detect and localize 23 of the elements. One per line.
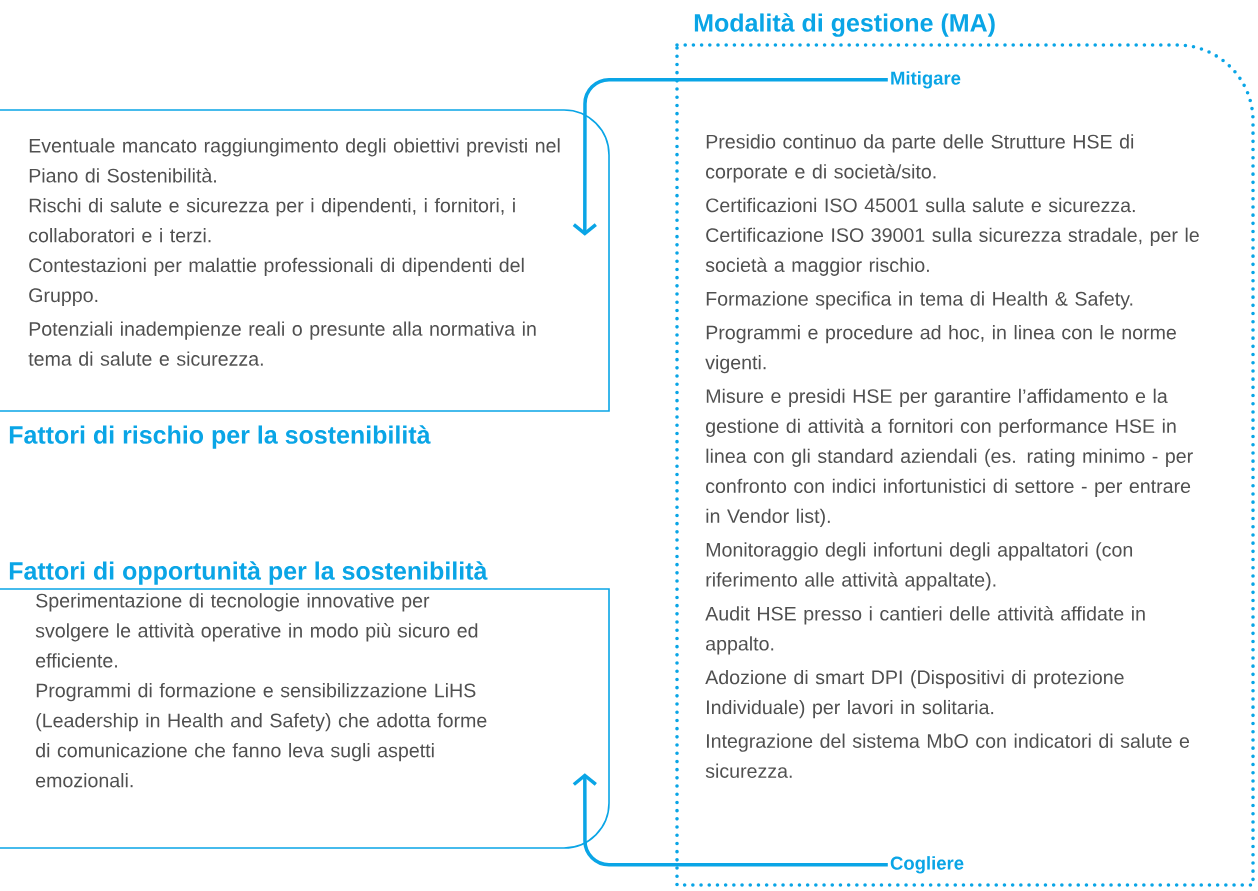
list-item: Rischi di salute e sicurezza per i dipendenti, i fornitori, i collaboratori e i terzi.: [29, 198, 515, 243]
arrow: [572, 78, 888, 236]
list-item: Programmi e procedure ad hoc, in linea con le norme vigenti.: [705, 325, 1176, 374]
section-heading: Fattori di opportunità per la sostenibilità: [9, 561, 488, 585]
list-item: Formazione specifica in tema di Health & Safety.: [706, 291, 1133, 310]
list-item: Programmi di formazione e sensibilizzazione LiHS (Leadership in Health and Safety) che adotta forme di comunicazione che fanno leva sugli aspetti emozionali.: [36, 683, 487, 788]
list-item: Contestazioni per malattie professionali di dipendenti del Gruppo.: [29, 257, 524, 307]
list-item: Eventuale mancato raggiungimento degli obiettivi previsti nel Piano di Sostenibilità.: [29, 138, 560, 183]
list-item: Monitoraggio degli infortuni degli appaltatori (con riferimento alle attività appaltate).: [706, 542, 1132, 591]
flow-label: Mitigare: [891, 71, 961, 89]
list-item: Integrazione del sistema MbO con indicatori di salute e sicurezza.: [705, 733, 1190, 778]
list-item: Potenziali inadempienze reali o presunte alla normativa in tema di salute e sicurezza.: [28, 321, 536, 366]
flow-label: Cogliere: [890, 856, 964, 874]
list-item: Audit HSE presso i cantieri delle attività affidate in appalto.: [705, 606, 1145, 655]
section-heading: Fattori di rischio per la sostenibilità: [9, 425, 431, 449]
section-heading: Modalità di gestione (MA): [694, 13, 995, 37]
list-item: Misure e presidi HSE per garantire l’affidamento e la gestione di attività a fornitori con performance HSE in linea con gli standard aziendali (es. rating minimo - per confronto con indici infortunistici di settore - per entrare in Vendor list).: [706, 388, 1193, 527]
list-item: Certificazioni ISO 45001 sulla salute e sicurezza.: [706, 197, 1135, 213]
list-item: Adozione di smart DPI (Dispositivi di protezione Individuale) per lavori in solitaria.: [705, 669, 1124, 719]
list-item: Certificazione ISO 39001 sulla sicurezza stradale, per le società a maggior rischio.: [705, 227, 1199, 276]
list-item: Presidio continuo da parte delle Strutture HSE di corporate e di società/sito.: [706, 134, 1134, 183]
list-item: Sperimentazione di tecnologie innovative per svolgere le attività operative in modo più sicuro ed efficiente.: [35, 593, 478, 668]
arrow: [572, 773, 888, 867]
